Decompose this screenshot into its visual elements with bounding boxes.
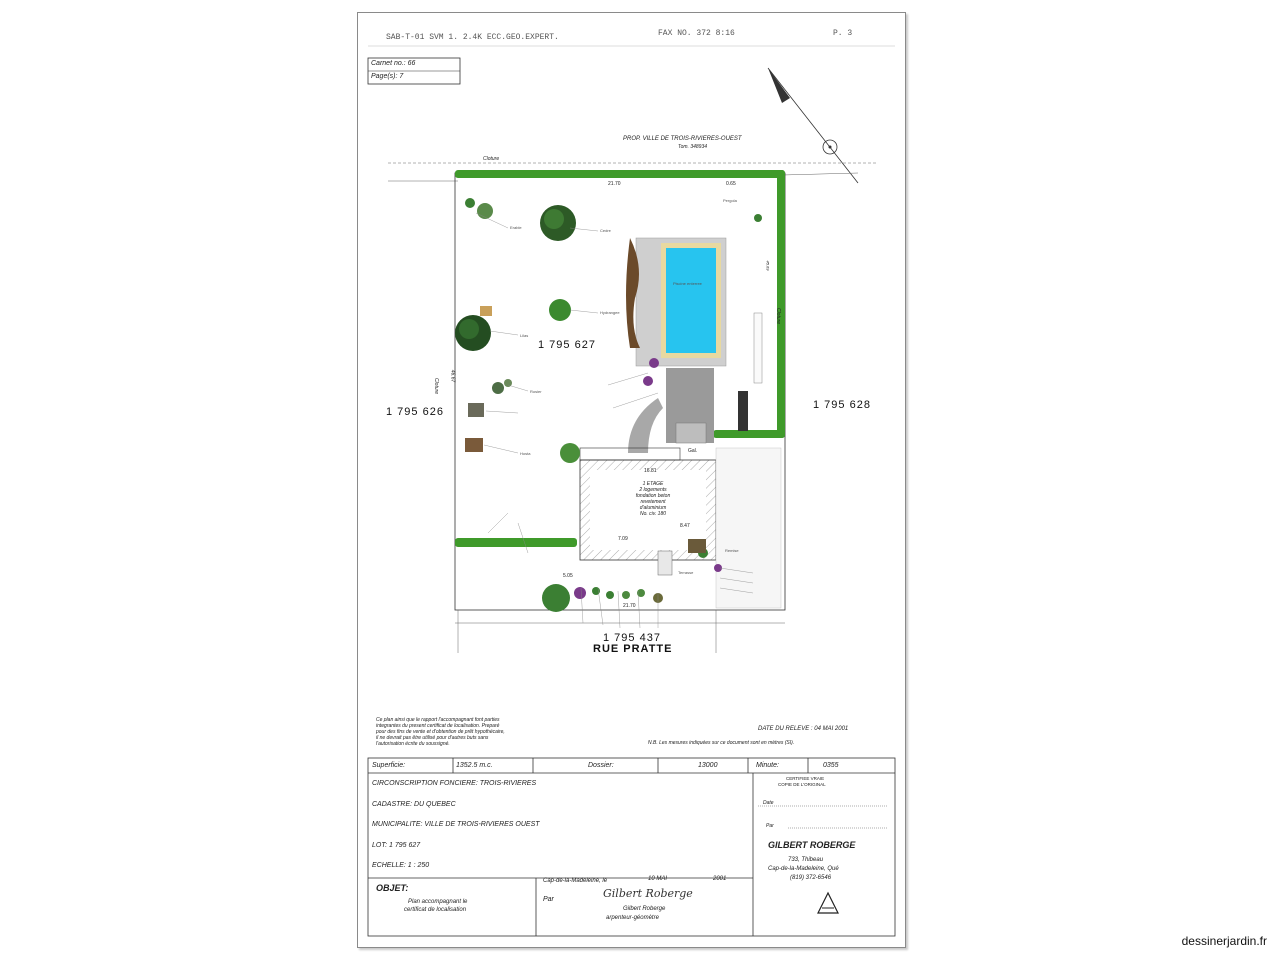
- par-label: Par: [543, 896, 554, 903]
- street-name: RUE PRATTE: [593, 643, 673, 655]
- plant-label: Cedre: [600, 228, 611, 233]
- surveyor-phone: (819) 372-6546: [790, 875, 832, 881]
- plant-label: Erable: [510, 225, 522, 230]
- remise-label: Remise: [725, 548, 739, 553]
- paving: [628, 368, 714, 453]
- pool: [635, 237, 727, 367]
- superficie-label: Superficie:: [372, 762, 406, 769]
- carnet-number: Carnet no.: 66: [371, 60, 416, 67]
- dossier-value: 13000: [698, 762, 718, 769]
- units-note: N.B. Les mesures indiquées sur ce docume…: [648, 740, 795, 746]
- cloture-right-label: Cloture: [775, 307, 782, 325]
- date-label: Date: [763, 800, 774, 806]
- certifie-line-2: COPIE DE L'ORIGINAL: [778, 782, 826, 787]
- echelle: ECHELLE: 1 : 250: [372, 862, 430, 869]
- north-arrow: [767, 67, 859, 184]
- place-date-year: 2001: [713, 876, 727, 882]
- surveyor-address-2: Cap-de-la-Madeleine, Qué: [768, 866, 839, 872]
- carnet-pages: Page(s): 7: [371, 73, 404, 80]
- house: [579, 447, 717, 561]
- minute-value: 0355: [823, 762, 839, 769]
- surveyor-name: GILBERT ROBERGE: [768, 840, 856, 850]
- plant-label: Hosta: [520, 451, 531, 456]
- dim-top: 21.70: [608, 181, 621, 187]
- lot-main: 1 795 627: [538, 339, 596, 351]
- vertical-dim-right: 45.69: [765, 260, 771, 271]
- property-sub: Tom. 348934: [678, 144, 708, 150]
- house-dim1: 16.81: [644, 468, 657, 474]
- title-block: [367, 757, 896, 937]
- hedge: [455, 170, 785, 547]
- mulch-bed: [626, 238, 640, 348]
- dim-top-right: 0.65: [726, 181, 736, 187]
- lot-left: 1 795 626: [386, 406, 444, 418]
- plant-label: Rosier: [530, 389, 542, 394]
- fax-header: SAB-T-01 SVM 1. 2.4K ECC.GEO.EXPERT.: [386, 33, 559, 42]
- dossier-label: Dossier:: [588, 762, 614, 769]
- garden-furniture: [465, 306, 763, 576]
- circonscription: CIRCONSCRIPTION FONCIERE: TROIS-RIVIERES: [372, 780, 537, 787]
- pool-label: Piscine enterree: [673, 281, 702, 286]
- cadastre: CADASTRE: DU QUEBEC: [372, 801, 456, 808]
- place-date-day: 10 MAI: [648, 876, 668, 882]
- terrasse-label: Terrasse: [678, 570, 694, 575]
- place-date-city: Cap-de-la-Madeleine, le: [543, 878, 608, 884]
- plant-label: Hydrangee: [600, 310, 620, 315]
- fax-number: FAX NO. 372 8:16: [658, 29, 735, 38]
- house-dim3: 7.09: [618, 536, 628, 542]
- house-dim2: 8.47: [680, 523, 690, 529]
- survey-date: DATE DU RELEVE : 04 MAI 2001: [758, 726, 849, 732]
- yard-gravel: [715, 447, 782, 609]
- surveyor-logo: [817, 891, 839, 914]
- property-label: PROP. VILLE DE TROIS-RIVIERES-OUEST: [623, 136, 742, 142]
- objet-text-1: Plan accompagnant le: [408, 899, 468, 905]
- document-sheet: SAB-T-01 SVM 1. 2.4K ECC.GEO.EXPERT. FAX…: [357, 12, 906, 948]
- municipalite: MUNICIPALITE: VILLE DE TROIS-RIVIERES OU…: [372, 821, 540, 828]
- pergola-label: Pergola: [723, 198, 737, 203]
- lot-bottom: 1 795 437: [603, 632, 661, 644]
- dim-bottom: 21.70: [623, 603, 636, 609]
- lot-right: 1 795 628: [813, 399, 871, 411]
- page-number: P. 3: [833, 29, 853, 38]
- leader-lines: [475, 212, 754, 629]
- site-plan-drawing: [367, 45, 896, 937]
- house-dim4: 5.05: [563, 573, 573, 579]
- vertical-dim-left: 46.67: [449, 369, 456, 383]
- cloture-left-label: Cloture: [433, 377, 440, 395]
- trees: [455, 203, 580, 612]
- par-field-label: Par: [766, 823, 774, 829]
- minute-label: Minute:: [756, 762, 779, 769]
- certifie-line-1: CERTIFIEE VRAIE: [786, 776, 825, 781]
- signature: Gilbert Roberge: [603, 887, 693, 900]
- objet-label: OBJET:: [376, 883, 409, 893]
- plant-label: Lilas: [520, 333, 529, 338]
- lot-number: LOT: 1 795 627: [372, 842, 421, 849]
- cloture-top-label: Cloture: [483, 156, 500, 162]
- gallery-label: Gal.: [688, 448, 698, 454]
- watermark: dessinerjardin.fr: [1181, 934, 1267, 948]
- house-notes: 1 ETAGE 2 logements fondation beton reve…: [635, 481, 671, 517]
- signer-title: arpenteur-géomètre: [606, 915, 659, 921]
- signer-name: Gilbert Roberge: [623, 906, 666, 912]
- superficie-value: 1352.5 m.c.: [456, 762, 493, 769]
- disclaimer-note: Ce plan ainsi que le rapport l'accompagn…: [376, 717, 505, 747]
- objet-text-2: certificat de localisation: [404, 907, 467, 913]
- surveyor-address-1: 733, Thibeau: [788, 857, 824, 863]
